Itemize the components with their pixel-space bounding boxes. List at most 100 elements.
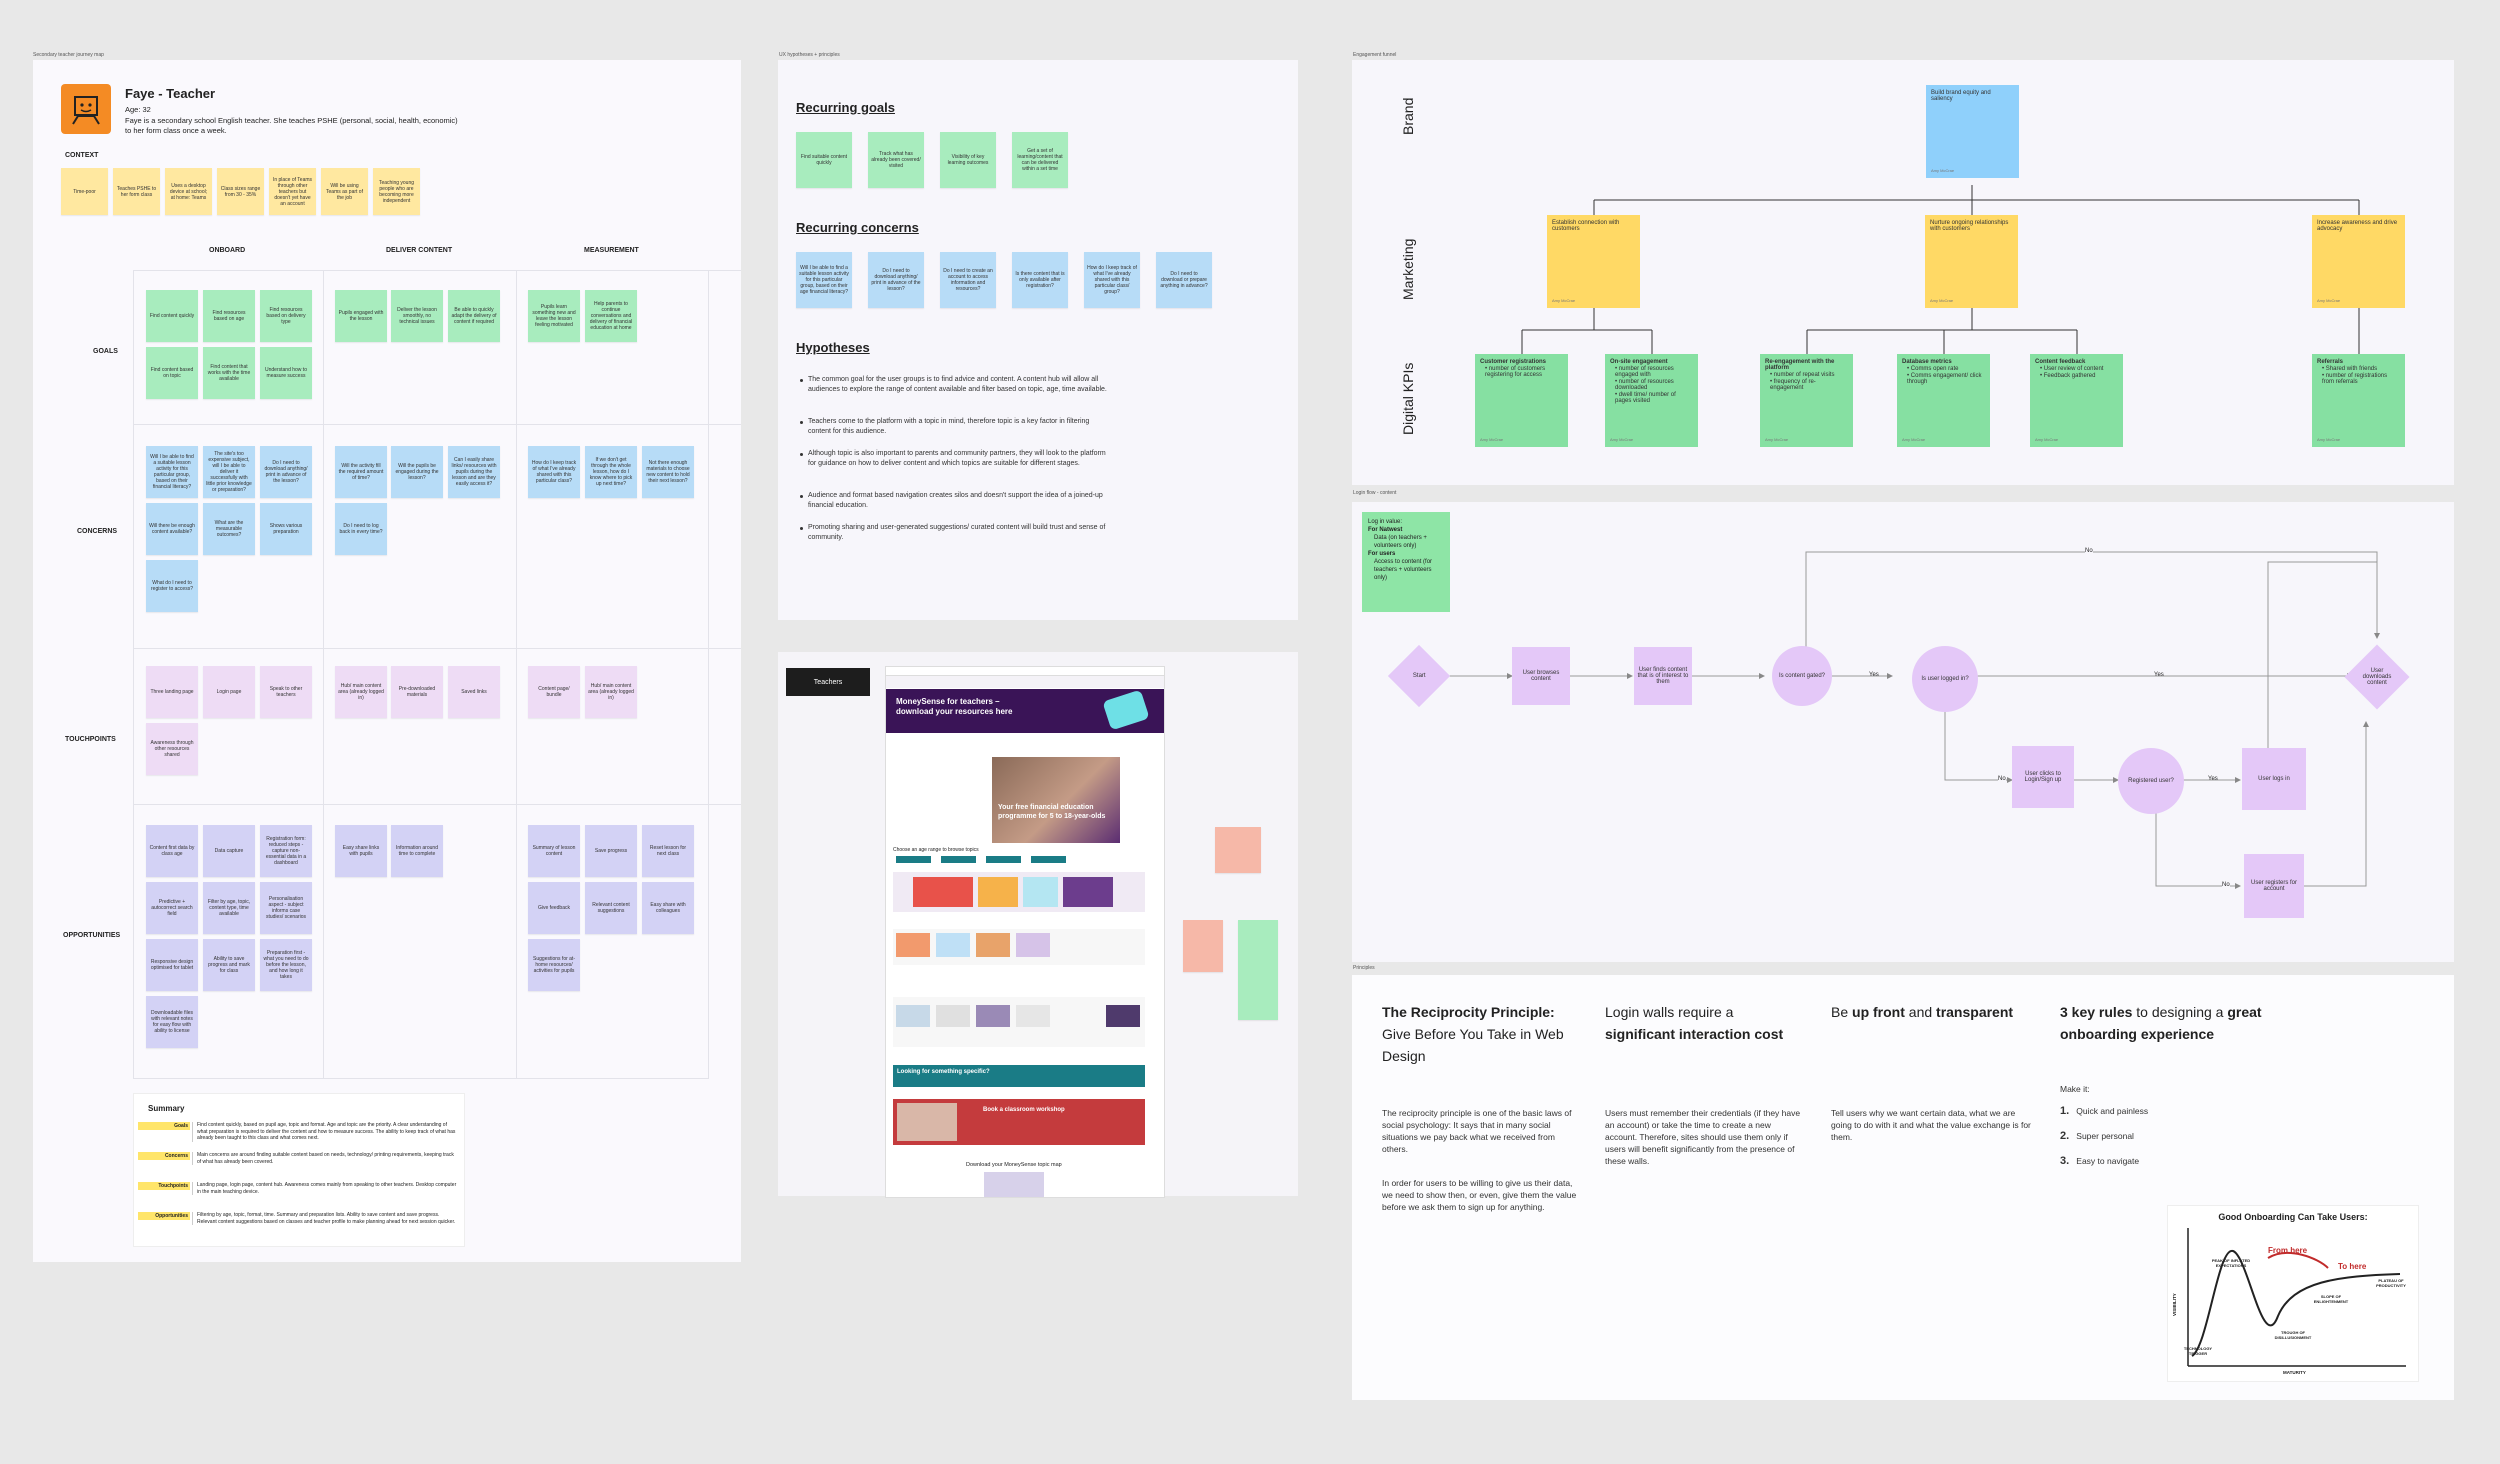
touchpoints-sticky[interactable]: Hub/ main content area (already logged i…: [585, 666, 637, 718]
recurring-goal-sticky[interactable]: Track what has already been covered/ vis…: [868, 132, 924, 188]
opportunities-sticky[interactable]: Easy share links with pupils: [335, 825, 387, 877]
content-gated-node[interactable]: Is content gated?: [1772, 646, 1832, 706]
opportunities-sticky[interactable]: Filter by age, topic, content type, time…: [203, 882, 255, 934]
concerns-sticky[interactable]: What do I need to register to access?: [146, 560, 198, 612]
touchpoints-sticky[interactable]: Awareness through other resources shared: [146, 723, 198, 775]
kpi-sticky[interactable]: Customer registrations• number of custom…: [1475, 354, 1568, 447]
concerns-sticky[interactable]: What are the measurable outcomes?: [203, 503, 255, 555]
opportunities-sticky[interactable]: Suggestions for at-home resources/ activ…: [528, 939, 580, 991]
concerns-sticky[interactable]: Shows various preparation: [260, 503, 312, 555]
opportunities-sticky[interactable]: Save progress: [585, 825, 637, 877]
concerns-sticky[interactable]: If we don't get through the whole lesson…: [585, 446, 637, 498]
recurring-goal-sticky[interactable]: Get a set of learning/content that can b…: [1012, 132, 1068, 188]
opportunities-sticky[interactable]: Summary of lesson content: [528, 825, 580, 877]
user-finds-node[interactable]: User finds content that is of interest t…: [1634, 647, 1692, 705]
recurring-goal-sticky[interactable]: Visibility of key learning outcomes: [940, 132, 996, 188]
opportunities-sticky[interactable]: Ability to save progress and mark for cl…: [203, 939, 255, 991]
recurring-goal-sticky[interactable]: Find suitable content quickly: [796, 132, 852, 188]
logs-in-node[interactable]: User logs in: [2242, 748, 2306, 810]
context-sticky[interactable]: Time-poor: [61, 168, 108, 215]
context-label: CONTEXT: [65, 152, 98, 159]
concerns-sticky[interactable]: Not there enough materials to choose new…: [642, 446, 694, 498]
engagement-frame[interactable]: Brand Marketing Digital KPIs Build brand…: [1352, 60, 2454, 485]
goals-sticky[interactable]: Pupils engaged with the lesson: [335, 290, 387, 342]
context-sticky[interactable]: Will be using Teams as part of the job: [321, 168, 368, 215]
kpi-sticky[interactable]: Re-engagement with the platform• number …: [1760, 354, 1853, 447]
user-browses-node[interactable]: User browses content: [1512, 647, 1570, 705]
kpi-sticky[interactable]: On-site engagement• number of resources …: [1605, 354, 1698, 447]
concerns-sticky[interactable]: Do I need to download anything/ print in…: [260, 446, 312, 498]
concerns-sticky[interactable]: Will there be enough content available?: [146, 503, 198, 555]
concerns-sticky[interactable]: How do I keep track of what I've already…: [528, 446, 580, 498]
goals-sticky[interactable]: Pupils learn something new and leave the…: [528, 290, 580, 342]
kpi-sticky[interactable]: Referrals• Shared with friends• number o…: [2312, 354, 2405, 447]
touchpoints-sticky[interactable]: Saved links: [448, 666, 500, 718]
concerns-sticky[interactable]: Will I be able to find a suitable lesson…: [146, 446, 198, 498]
touchpoints-sticky[interactable]: Hub/ main content area (already logged i…: [335, 666, 387, 718]
opportunities-sticky[interactable]: Content first data by class age: [146, 825, 198, 877]
opportunities-sticky[interactable]: Information around time to complete: [391, 825, 443, 877]
goals-sticky[interactable]: Be able to quickly adapt the delivery of…: [448, 290, 500, 342]
marketing-sticky[interactable]: Nurture ongoing relationships with custo…: [1925, 215, 2018, 308]
comment-sticky[interactable]: [1238, 968, 1278, 1020]
touchpoints-sticky[interactable]: Content page/ bundle: [528, 666, 580, 718]
recurring-concern-sticky[interactable]: How do I keep track of what I've already…: [1084, 252, 1140, 308]
concerns-sticky[interactable]: Do I need to log back in every time?: [335, 503, 387, 555]
comment-sticky[interactable]: [1183, 920, 1223, 972]
clicks-login-node[interactable]: User clicks to Login/Sign up: [2012, 746, 2074, 808]
context-sticky[interactable]: Class sizes range from 30 - 35%: [217, 168, 264, 215]
login-frame[interactable]: Log in value: For Natwest Data (on teach…: [1352, 502, 2454, 962]
touchpoints-sticky[interactable]: Pre-downloaded materials: [391, 666, 443, 718]
opportunities-sticky[interactable]: Reset lesson for next class: [642, 825, 694, 877]
teachers-frame[interactable]: Teachers MoneySense for teachers – downl…: [778, 652, 1298, 1196]
opportunities-sticky[interactable]: Predictive + autocorrect search field: [146, 882, 198, 934]
recurring-concern-sticky[interactable]: Is there content that is only available …: [1012, 252, 1068, 308]
context-sticky[interactable]: Teaching young people who are becoming m…: [373, 168, 420, 215]
touchpoints-sticky[interactable]: Speak to other teachers: [260, 666, 312, 718]
concerns-sticky[interactable]: The site's too expensive subject, will I…: [203, 446, 255, 498]
concerns-sticky[interactable]: Will the pupils be engaged during the le…: [391, 446, 443, 498]
opportunities-sticky[interactable]: Easy share with colleagues: [642, 882, 694, 934]
registered-node[interactable]: Registered user?: [2118, 748, 2184, 814]
context-sticky[interactable]: Teaches PSHE to her form class: [113, 168, 160, 215]
hypothesis-bullet: Promoting sharing and user-generated sug…: [808, 523, 1108, 543]
opportunities-sticky[interactable]: Preparation first - what you need to do …: [260, 939, 312, 991]
principles-frame[interactable]: The Reciprocity Principle: Give Before Y…: [1352, 975, 2454, 1400]
opportunities-sticky[interactable]: Data capture: [203, 825, 255, 877]
touchpoints-sticky[interactable]: Three landing page: [146, 666, 198, 718]
opportunities-sticky[interactable]: Responsive design optimised for tablet: [146, 939, 198, 991]
kpi-sticky[interactable]: Content feedback• User review of content…: [2030, 354, 2123, 447]
comment-sticky[interactable]: [1238, 920, 1278, 968]
recurring-concern-sticky[interactable]: Do I need to create an account to access…: [940, 252, 996, 308]
goals-sticky[interactable]: Find content quickly: [146, 290, 198, 342]
goals-sticky[interactable]: Find resources based on delivery type: [260, 290, 312, 342]
touchpoints-sticky[interactable]: Login page: [203, 666, 255, 718]
comment-sticky[interactable]: [1215, 827, 1261, 873]
opportunities-sticky[interactable]: Relevant content suggestions: [585, 882, 637, 934]
kpi-sticky[interactable]: Database metrics• Comms open rate• Comms…: [1897, 354, 1990, 447]
opportunities-sticky[interactable]: Downloadable files with relevant notes f…: [146, 996, 198, 1048]
goals-sticky[interactable]: Deliver the lesson smoothly, no technica…: [391, 290, 443, 342]
concerns-sticky[interactable]: Will the activity fill the required amou…: [335, 446, 387, 498]
opportunities-sticky[interactable]: Registration form: reduced steps - captu…: [260, 825, 312, 877]
context-sticky[interactable]: Uses a desktop device at school; at home…: [165, 168, 212, 215]
hypotheses-frame[interactable]: Recurring goals Find suitable content qu…: [778, 60, 1298, 620]
goals-sticky[interactable]: Find resources based on age: [203, 290, 255, 342]
recurring-concern-sticky[interactable]: Will I be able to find a suitable lesson…: [796, 252, 852, 308]
opportunities-sticky[interactable]: Give feedback: [528, 882, 580, 934]
recurring-concern-sticky[interactable]: Do I need to download anything/ print in…: [868, 252, 924, 308]
registers-node[interactable]: User registers for account: [2244, 854, 2304, 918]
persona-frame[interactable]: Faye - Teacher Age: 32 Faye is a seconda…: [33, 60, 741, 1262]
goals-sticky[interactable]: Help parents to continue conversations a…: [585, 290, 637, 342]
user-logged-in-node[interactable]: Is user logged in?: [1912, 646, 1978, 712]
concerns-sticky[interactable]: Can I easily share links/ resources with…: [448, 446, 500, 498]
opportunities-sticky[interactable]: Personalisation aspect - subject informs…: [260, 882, 312, 934]
goals-sticky[interactable]: Find content based on topic: [146, 347, 198, 399]
context-sticky[interactable]: In place of Teams through other teachers…: [269, 168, 316, 215]
recurring-concern-sticky[interactable]: Do I need to download or prepare anythin…: [1156, 252, 1212, 308]
goals-sticky[interactable]: Find content that works with the time av…: [203, 347, 255, 399]
goals-sticky[interactable]: Understand how to measure success: [260, 347, 312, 399]
